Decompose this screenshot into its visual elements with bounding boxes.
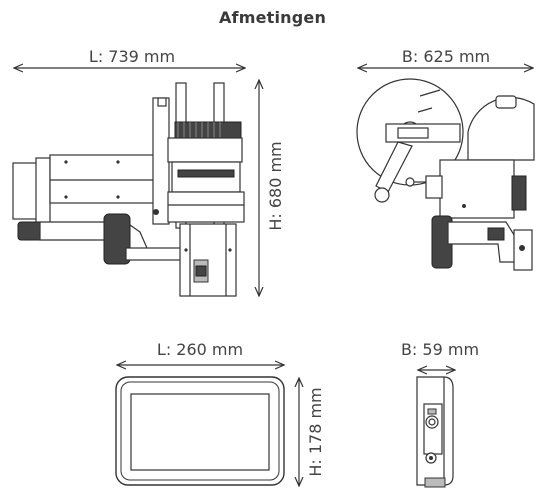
page-title: Afmetingen — [218, 8, 327, 27]
display-length-label: L: 260 mm — [157, 340, 243, 359]
display-height-label: H: 178 mm — [306, 387, 325, 476]
display-front-view: L: 260 mm H: 178 mm — [115, 340, 325, 486]
horizontal-beam — [49, 154, 155, 204]
machine-width-label: B: 625 mm — [402, 47, 490, 66]
display-side-view: B: 59 mm — [401, 340, 479, 488]
vertical-post — [152, 97, 170, 225]
printer-body — [439, 159, 515, 219]
machine-side-view: B: 625 mm — [356, 47, 535, 271]
display-screen — [130, 393, 270, 471]
display-width-label: B: 59 mm — [401, 340, 479, 359]
machine-front-view: L: 739 mm H: 680 mm — [12, 47, 285, 296]
machine-height-label: H: 680 mm — [266, 141, 285, 230]
machine-length-label: L: 739 mm — [89, 47, 175, 66]
